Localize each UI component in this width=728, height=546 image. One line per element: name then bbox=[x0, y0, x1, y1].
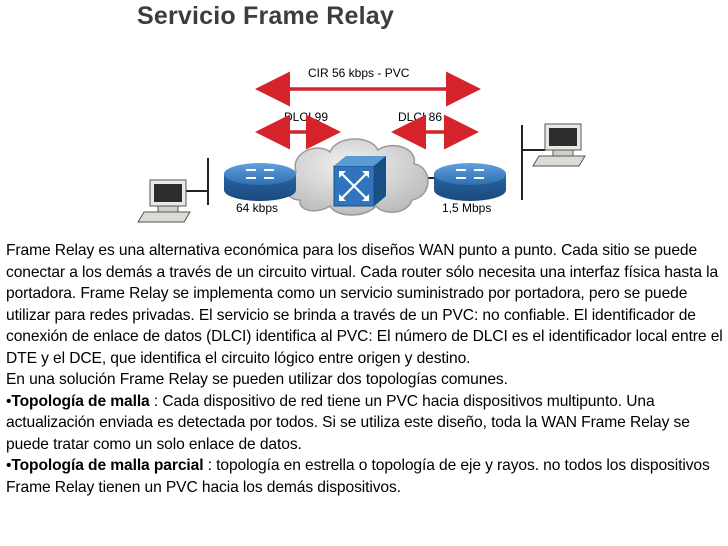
paragraph-topologies: En una solución Frame Relay se pueden ut… bbox=[6, 371, 508, 388]
bullet-partial-mesh-text: : topología en estrella o topología de e… bbox=[6, 457, 710, 496]
bullet-mesh-text: : Cada dispositivo de red tiene un PVC h… bbox=[6, 392, 690, 453]
frame-relay-switch-icon bbox=[333, 156, 386, 207]
pc-left-icon bbox=[137, 179, 191, 223]
paragraph-intro: Frame Relay es una alternativa económica… bbox=[6, 242, 723, 367]
bullet-mark: • bbox=[6, 392, 12, 410]
bullet-partial-mesh-term: Topología de malla parcial bbox=[11, 457, 204, 474]
dlci-left-label: DLCI 99 bbox=[284, 110, 328, 124]
speed-left-label: 64 kbps bbox=[236, 201, 278, 215]
page-title: Servicio Frame Relay bbox=[137, 2, 394, 30]
bullet-mesh-term: Topología de malla bbox=[11, 392, 150, 410]
bullet-partial-mesh: •Topología de malla parcial : topología … bbox=[6, 455, 724, 498]
frame-relay-diagram: CIR 56 kbps - PVC DLCI 99 DLCI 86 bbox=[137, 66, 586, 223]
router-right-icon bbox=[434, 163, 506, 201]
cir-label: CIR 56 kbps - PVC bbox=[308, 66, 410, 80]
bullet-mark: • bbox=[6, 457, 12, 474]
router-left-icon bbox=[224, 163, 296, 201]
pc-right-icon bbox=[532, 123, 586, 167]
speed-right-label: 1,5 Mbps bbox=[442, 201, 491, 215]
dlci-right-label: DLCI 86 bbox=[398, 110, 442, 124]
body-text: Frame Relay es una alternativa económica… bbox=[6, 240, 724, 498]
bullet-mesh: •Topología de malla : Cada dispositivo d… bbox=[6, 391, 724, 456]
